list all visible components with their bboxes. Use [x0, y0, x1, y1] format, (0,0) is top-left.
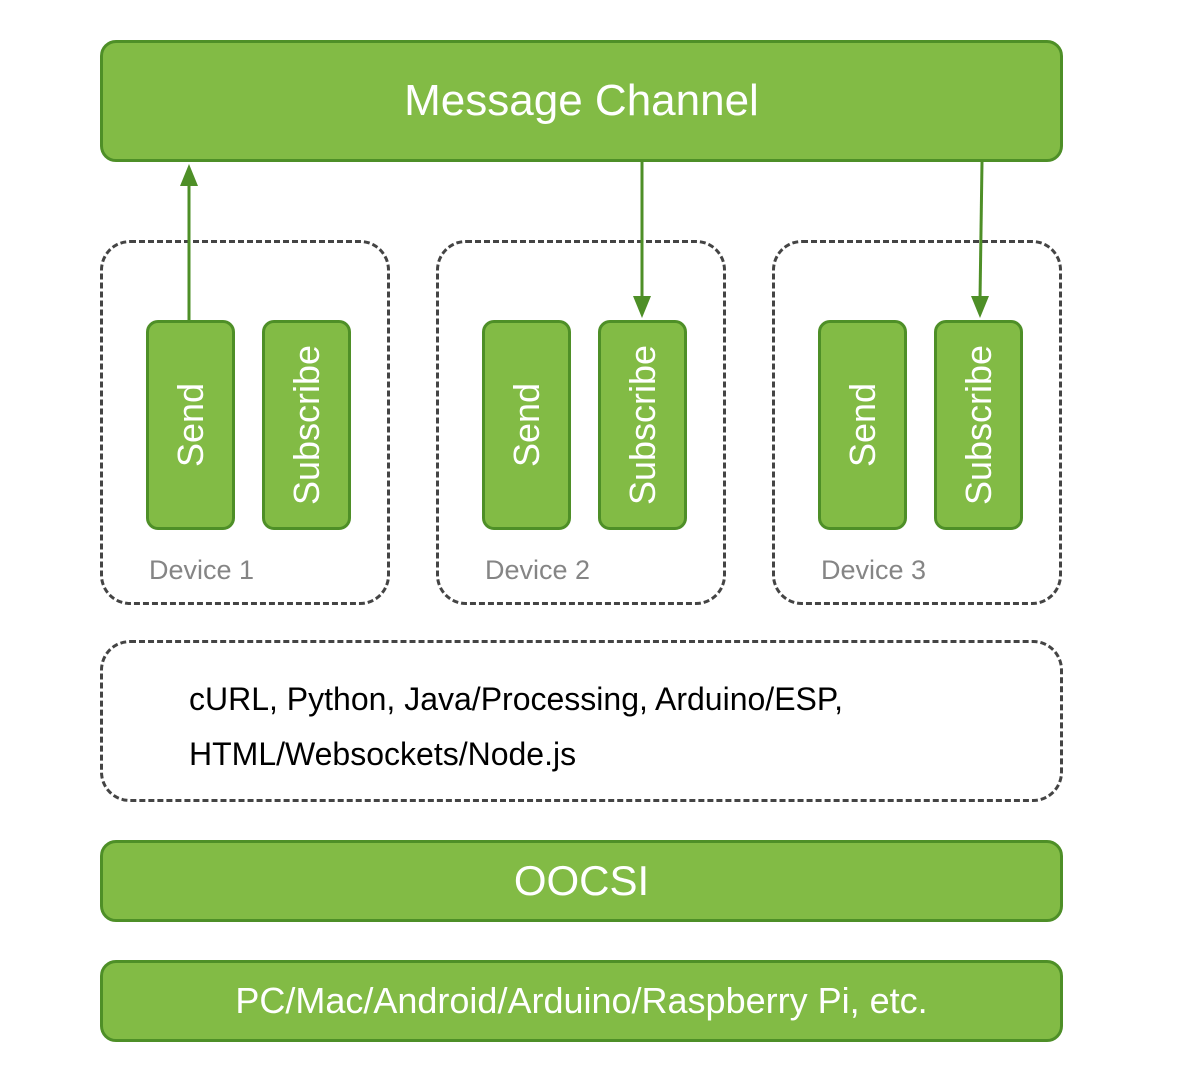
device-1-subscribe-label: Subscribe	[285, 344, 327, 506]
device-3-send-box: Send	[818, 320, 907, 530]
device-2-group: Send Subscribe Device 2	[436, 240, 726, 605]
device-1-send-arrow-head	[180, 164, 198, 186]
device-1-send-box: Send	[146, 320, 235, 530]
device-3-send-label: Send	[841, 382, 883, 468]
languages-line-2: HTML/Websockets/Node.js	[189, 736, 577, 772]
device-2-subscribe-box: Subscribe	[598, 320, 687, 530]
device-3-subscribe-box: Subscribe	[934, 320, 1023, 530]
languages-line-1: cURL, Python, Java/Processing, Arduino/E…	[189, 681, 843, 717]
device-2-label: Device 2	[485, 555, 591, 585]
languages-box: cURL, Python, Java/Processing, Arduino/E…	[100, 640, 1063, 802]
message-channel-label: Message Channel	[404, 76, 759, 125]
device-2-subscribe-label: Subscribe	[621, 344, 663, 506]
device-1-group: Send Subscribe Device 1	[100, 240, 390, 605]
device-3-subscribe-label: Subscribe	[957, 344, 999, 506]
device-1-label: Device 1	[149, 555, 255, 585]
device-3-label: Device 3	[821, 555, 927, 585]
oocsi-box: OOCSI	[100, 840, 1063, 922]
device-2-send-label: Send	[505, 382, 547, 468]
device-1-subscribe-box: Subscribe	[262, 320, 351, 530]
device-3-group: Send Subscribe Device 3	[772, 240, 1062, 605]
message-channel-box: Message Channel	[100, 40, 1063, 162]
platforms-box: PC/Mac/Android/Arduino/Raspberry Pi, etc…	[100, 960, 1063, 1042]
platforms-label: PC/Mac/Android/Arduino/Raspberry Pi, etc…	[235, 980, 928, 1021]
oocsi-label: OOCSI	[513, 857, 650, 904]
device-1-send-label: Send	[169, 382, 211, 468]
device-2-send-box: Send	[482, 320, 571, 530]
